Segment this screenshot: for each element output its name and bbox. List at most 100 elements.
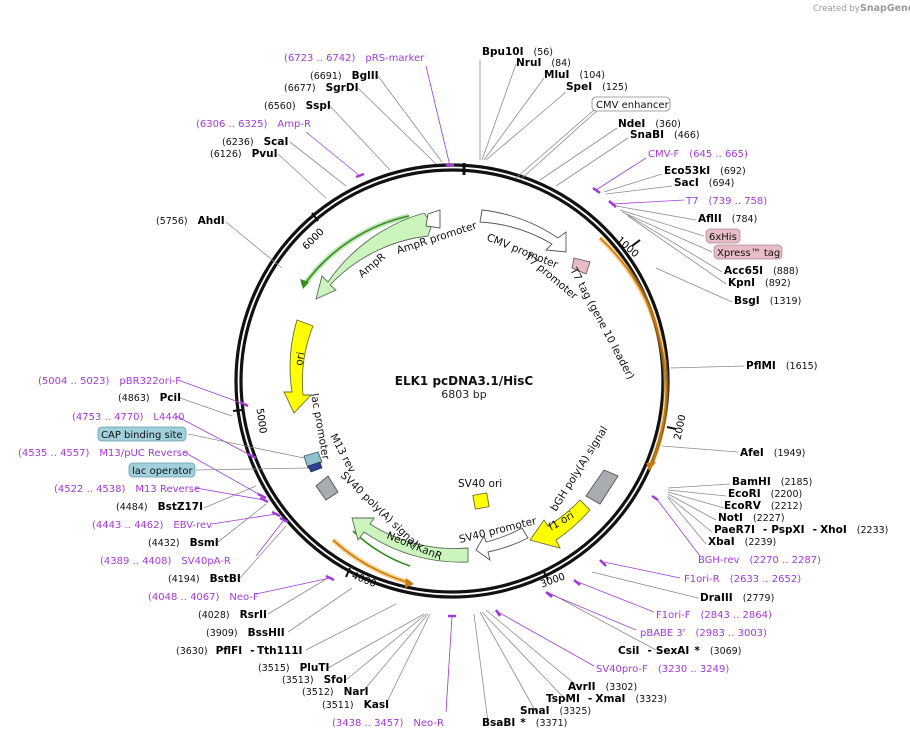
primer-ebv-rev[interactable]: (4443 .. 4462)EBV-rev — [92, 520, 212, 531]
credit-prefix: Created by — [813, 4, 860, 14]
site-saci[interactable]: SacI(694) — [674, 177, 734, 189]
primer-f1ori-r[interactable]: F1ori-R(2633 .. 2652) — [684, 574, 801, 585]
cmv-enhancer-label: CMV enhancer — [596, 100, 670, 111]
sv40-promoter-arrow[interactable] — [475, 527, 529, 562]
site-smai[interactable]: SmaI(3325) — [520, 705, 591, 717]
site-bpu10i[interactable]: Bpu10I(56) — [482, 46, 553, 58]
site-tspmi-xmai[interactable]: TspMI-XmaI(3323) — [546, 693, 667, 705]
lac-operator-block[interactable] — [307, 461, 323, 473]
site-leaders — [179, 60, 745, 723]
neor-kanr-arrow[interactable] — [351, 517, 469, 563]
site-bsshii[interactable]: (3909)BssHII — [206, 627, 285, 639]
site-eco53ki[interactable]: Eco53kI(692) — [664, 165, 746, 177]
orf-arc-amp — [303, 215, 410, 286]
primer-prs-marker[interactable]: (6723 .. 6742)pRS-marker — [284, 53, 425, 64]
primer-sv40pa-r[interactable]: (4389 .. 4408)SV40pA-R — [100, 556, 231, 567]
site-nrui[interactable]: NruI(84) — [516, 57, 571, 69]
site-bsabi[interactable]: BsaBI*(3371) — [482, 717, 567, 729]
ampr-arrow[interactable] — [315, 212, 433, 300]
6xhis-box[interactable] — [705, 228, 741, 244]
site-csii-sexai[interactable]: CsiI-SexAI*(3069) — [618, 645, 741, 657]
label-t7-tag: T7 tag (gene 10 leader) — [567, 265, 637, 382]
site-afei[interactable]: AfeI(1949) — [740, 447, 805, 459]
orf-arc-elk1-head — [646, 462, 656, 471]
bgh-polya-block[interactable] — [585, 469, 619, 505]
t7-tag-block[interactable] — [571, 257, 591, 275]
primer-cmv-f[interactable]: CMV-F(645 .. 665) — [648, 149, 748, 160]
sv40-polya-block[interactable] — [315, 475, 339, 501]
tick-6000 — [311, 212, 319, 222]
site-ndei[interactable]: NdeI(360) — [618, 118, 681, 130]
cap-binding-block[interactable] — [303, 451, 323, 469]
primer-neo-r[interactable]: (3438 .. 3457)Neo-R — [332, 718, 444, 729]
site-snabi[interactable]: SnaBI(466) — [630, 129, 700, 141]
site-xbai[interactable]: XbaI(2239) — [708, 536, 776, 548]
primer-sv40pro-f[interactable]: SV40pro-F(3230 .. 3249) — [596, 664, 729, 675]
primer-amp-r[interactable]: (6306 .. 6325)Amp-R — [196, 119, 311, 130]
xpress-tag-box[interactable] — [713, 244, 783, 260]
site-sfoi[interactable]: (3513)SfoI — [282, 674, 347, 686]
site-sgrdi[interactable]: (6677)SgrDI — [284, 82, 358, 94]
label-sv40-ori: SV40 ori — [458, 478, 502, 490]
site-ecori[interactable]: EcoRI(2200) — [728, 488, 802, 500]
cmv-promoter-arrow[interactable] — [479, 209, 567, 253]
primer-f1ori-f[interactable]: F1ori-F(2843 .. 2864) — [656, 610, 772, 621]
site-bsgi[interactable]: BsgI(1319) — [734, 295, 801, 307]
site-bstz17i[interactable]: (4484)BstZ17I — [116, 501, 203, 513]
site-nari[interactable]: (3512)NarI — [302, 686, 369, 698]
cmv-enhancer-box[interactable] — [591, 96, 671, 112]
site-bamhi[interactable]: BamHI(2185) — [732, 476, 812, 488]
site-mlui[interactable]: MluI(104) — [544, 69, 605, 81]
cap-binding-site-box[interactable] — [97, 426, 187, 442]
site-pcii[interactable]: (4863)PciI — [118, 392, 181, 404]
site-ecorv[interactable]: EcoRV(2212) — [724, 500, 802, 512]
primer-l4440[interactable]: (4753 .. 4770)L4440 — [72, 412, 184, 423]
site-avrii[interactable]: AvrII(3302) — [568, 681, 637, 693]
site-aflii[interactable]: AflII(784) — [698, 213, 757, 225]
ori-arrow[interactable] — [283, 319, 314, 414]
primer-bgh-rev[interactable]: BGH-rev(2270 .. 2287) — [698, 555, 821, 566]
site-bstbi[interactable]: (4194)BstBI — [168, 573, 241, 585]
tick-label-4000: 4000 — [350, 570, 378, 590]
orf-arc-elk1 — [599, 237, 667, 467]
tick-4000 — [345, 567, 351, 578]
label-ori: ori — [293, 351, 307, 367]
site-kasi[interactable]: (3511)KasI — [322, 699, 389, 711]
label-lac-promoter: lac promoter — [308, 392, 332, 461]
sv40-ori-block[interactable] — [472, 492, 490, 510]
lac-operator-box[interactable] — [128, 462, 196, 478]
label-m13-rev: M13 rev — [327, 432, 358, 475]
site-labels: Bpu10I(56) NruI(84) MluI(104) SpeI(125) … — [116, 46, 888, 729]
tick-1000 — [631, 239, 641, 247]
site-draiii[interactable]: DraIII(2779) — [700, 592, 774, 604]
site-kpni[interactable]: KpnI(892) — [728, 277, 791, 289]
ampr-promoter-arrow[interactable] — [425, 209, 441, 229]
site-pflfi-tth111i[interactable]: (3630)PflFI-Tth111I — [176, 645, 302, 657]
site-spei[interactable]: SpeI(125) — [566, 81, 628, 93]
site-bglii[interactable]: (6691)BglII — [310, 70, 379, 82]
site-pvui[interactable]: (6126)PvuI — [210, 148, 278, 160]
site-scai[interactable]: (6236)ScaI — [222, 136, 288, 148]
primer-pbr322ori-f[interactable]: (5004 .. 5023)pBR322ori-F — [38, 376, 181, 387]
site-noti[interactable]: NotI(2227) — [718, 512, 785, 524]
site-pluti[interactable]: (3515)PluTI — [258, 662, 329, 674]
site-sspi[interactable]: (6560)SspI — [264, 100, 331, 112]
site-pflmi[interactable]: PflMI(1615) — [746, 360, 817, 372]
primer-m13-reverse[interactable]: (4522 .. 4538)M13 Reverse — [54, 484, 200, 495]
primer-pbabe-3[interactable]: pBABE 3'(2983 .. 3003) — [640, 628, 767, 639]
feature-boxes: CMV enhancer 6xHis Xpress™ tag CAP bindi… — [97, 96, 783, 478]
xpress-tag-label: Xpress™ tag — [717, 248, 780, 259]
site-ahdi[interactable]: (5756)AhdI — [156, 215, 225, 227]
site-acc65i[interactable]: Acc65I(888) — [724, 265, 799, 277]
f1-ori-arrow[interactable] — [529, 499, 591, 549]
tick-label-5000: 5000 — [254, 408, 268, 435]
tick-label-2000: 2000 — [673, 414, 689, 441]
site-rsrii[interactable]: (4028)RsrII — [198, 609, 267, 621]
primer-m13-puc-reverse[interactable]: (4535 .. 4557)M13/pUC Reverse — [18, 448, 188, 459]
primer-t7[interactable]: T7(739 .. 758) — [685, 196, 767, 207]
6xhis-label: 6xHis — [709, 232, 737, 243]
site-paer7i-pspxi-xhoi[interactable]: PaeR7I-PspXI-XhoI(2233) — [714, 524, 888, 536]
site-bsmi[interactable]: (4432)BsmI — [148, 537, 219, 549]
primer-neo-f[interactable]: (4048 .. 4067)Neo-F — [148, 592, 259, 603]
